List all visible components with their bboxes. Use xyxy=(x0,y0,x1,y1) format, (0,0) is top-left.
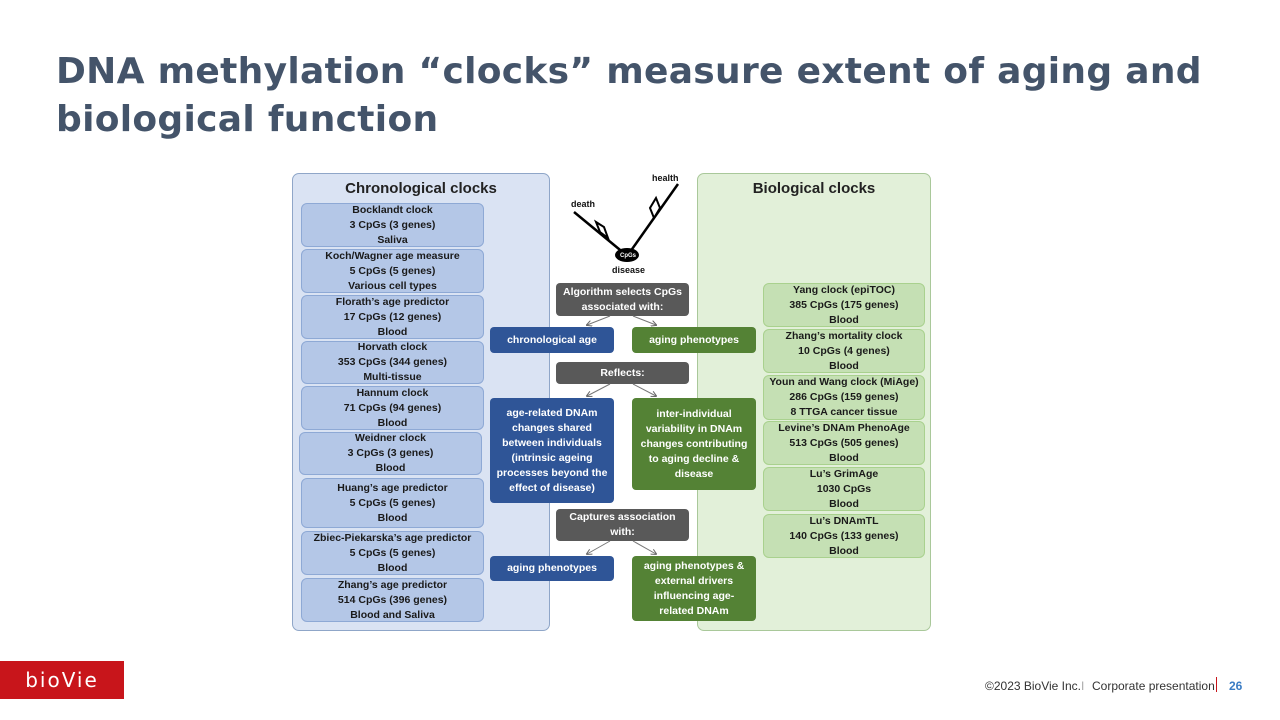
death-label: death xyxy=(571,199,596,209)
chrono-clock-horvath: Horvath clock 353 CpGs (344 genes) Multi… xyxy=(301,341,484,384)
chrono-captures-box: aging phenotypes xyxy=(490,556,614,581)
bio-captures-box: aging phenotypes & external drivers infl… xyxy=(632,556,756,621)
bio-reflects-box: inter-individual variability in DNAm cha… xyxy=(632,398,756,490)
footer-label: Corporate presentation xyxy=(1092,679,1215,693)
bio-clock-youn-wang: Youn and Wang clock (MiAge) 286 CpGs (15… xyxy=(763,375,925,420)
bio-clock-grimage: Lu’s GrimAge 1030 CpGs Blood xyxy=(763,467,925,511)
biovie-logo: bioVie xyxy=(0,661,124,699)
chrono-clock-florath: Florath’s age predictor 17 CpGs (12 gene… xyxy=(301,295,484,339)
bio-clock-yang: Yang clock (epiTOC) 385 CpGs (175 genes)… xyxy=(763,283,925,327)
aging-phenotypes-box: aging phenotypes xyxy=(632,327,756,353)
slide-title: DNA methylation “clocks” measure extent … xyxy=(56,51,1202,140)
chrono-clock-zbiec-piekarska: Zbiec-Piekarska’s age predictor 5 CpGs (… xyxy=(301,531,484,575)
bio-clock-levine: Levine’s DNAm PhenoAge 513 CpGs (505 gen… xyxy=(763,421,925,465)
page-number: 26 xyxy=(1229,679,1243,693)
step-captures: Captures association with: xyxy=(556,509,689,541)
chrono-reflects-box: age-related DNAm changes shared between … xyxy=(490,398,614,503)
chronological-clocks-title: Chronological clocks xyxy=(345,180,497,197)
footer-separator: I xyxy=(1081,679,1085,693)
chrono-clock-bocklandt: Bocklandt clock 3 CpGs (3 genes) Saliva xyxy=(301,203,484,247)
footer-divider xyxy=(1216,677,1217,692)
bio-clock-dnamtl: Lu’s DNAmTL 140 CpGs (133 genes) Blood xyxy=(763,514,925,558)
health-label: health xyxy=(652,173,679,183)
bio-clock-zhang-mortality: Zhang’s mortality clock 10 CpGs (4 genes… xyxy=(763,329,925,373)
cpg-network-icon xyxy=(573,183,680,262)
disease-label: disease xyxy=(612,265,646,275)
step-algorithm-selects: Algorithm selects CpGs associated with: xyxy=(556,283,689,316)
chrono-clock-huang: Huang’s age predictor 5 CpGs (5 genes) B… xyxy=(301,478,484,528)
footer-copyright: ©2023 BioVie Inc. xyxy=(985,679,1082,693)
chrono-clock-weidner: Weidner clock 3 CpGs (3 genes) Blood xyxy=(299,432,482,475)
step-reflects: Reflects: xyxy=(556,362,689,384)
biological-clocks-title: Biological clocks xyxy=(752,180,876,197)
chrono-clock-zhang: Zhang’s age predictor 514 CpGs (396 gene… xyxy=(301,578,484,622)
cpgs-label: CpGs xyxy=(620,253,637,259)
chronological-age-box: chronological age xyxy=(490,327,614,353)
chrono-clock-hannum: Hannum clock 71 CpGs (94 genes) Blood xyxy=(301,386,484,430)
chrono-clock-koch-wagner: Koch/Wagner age measure 5 CpGs (5 genes)… xyxy=(301,249,484,293)
